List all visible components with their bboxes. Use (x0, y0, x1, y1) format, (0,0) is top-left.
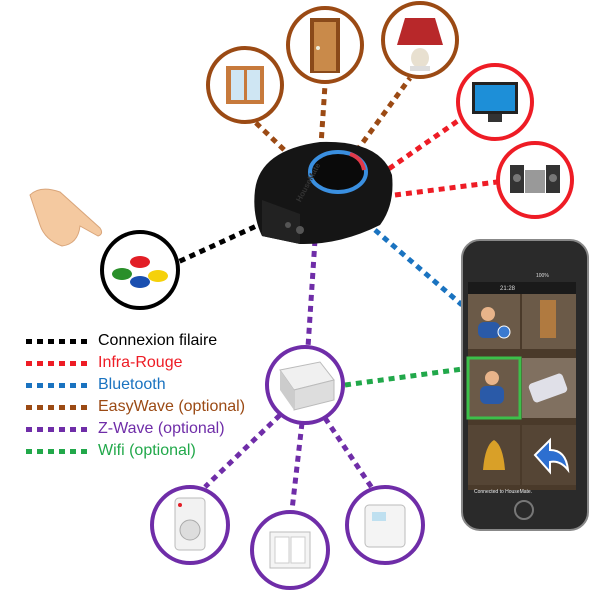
phone-battery: 100% (536, 273, 549, 279)
lamp-icon (397, 18, 443, 71)
link-zwave-thermostat (322, 416, 375, 490)
button-device (100, 230, 180, 310)
legend-item: EasyWave (optional) (26, 396, 245, 418)
zwave-controller-icon (279, 361, 335, 411)
hand-icon (29, 188, 103, 247)
legend-swatch (26, 404, 88, 410)
legend-swatch (26, 448, 88, 454)
legend-item: Bluetooth (26, 374, 245, 396)
legend-label: Infra-Rouge (98, 354, 183, 371)
thermostat-icon (364, 504, 406, 548)
smartphone (461, 239, 589, 531)
lamp-device (381, 1, 459, 79)
legend-item: Connexion filaire (26, 330, 245, 352)
link-wifi-phone (344, 365, 471, 388)
legend-swatch (26, 360, 88, 366)
door-icon (310, 18, 340, 73)
legend-item: Z-Wave (optional) (26, 418, 245, 440)
stereo-device (496, 141, 574, 219)
link-ir-tv (378, 115, 464, 178)
plug-device (150, 485, 230, 565)
home-button (514, 500, 534, 520)
bell-icon (483, 440, 505, 470)
door-tile-icon (540, 300, 556, 338)
legend-label: Connexion filaire (98, 332, 218, 349)
stereo-icon (510, 165, 560, 193)
hub-light-ring (308, 150, 368, 194)
plug-icon (174, 497, 206, 551)
link-ir-stereo (394, 179, 498, 198)
phone-status: Connected to HouseMate. (474, 489, 533, 495)
back-arrow-icon (533, 437, 570, 475)
light-switch-icon (269, 531, 311, 569)
door-device (286, 6, 364, 84)
zwave-controller-device (265, 345, 345, 425)
legend-item: Wifi (optional) (26, 440, 245, 462)
tv-icon (472, 82, 518, 122)
phone-time: 21:28 (500, 286, 516, 292)
legend-item: Infra-Rouge (26, 352, 245, 374)
legend-label: Bluetooth (98, 376, 166, 393)
users-lock-icon (480, 371, 504, 404)
legend-label: Wifi (optional) (98, 442, 196, 459)
legend-label: Z-Wave (optional) (98, 420, 225, 437)
legend-label: EasyWave (optional) (98, 398, 246, 415)
link-zwave-hub (305, 239, 318, 348)
users-help-icon (478, 307, 511, 339)
camera-icon (528, 373, 568, 403)
legend-swatch (26, 426, 88, 432)
link-bluetooth-phone (373, 228, 464, 307)
legend-swatch (26, 382, 88, 388)
tv-device (456, 63, 534, 141)
thermostat-device (345, 485, 425, 565)
colored-buttons-icon (112, 256, 168, 288)
link-wired-button (176, 219, 267, 265)
switch-device (250, 510, 330, 590)
legend-swatch (26, 338, 88, 344)
link-zwave-switch (289, 422, 305, 511)
housemate-hub (254, 141, 393, 245)
window-device (206, 46, 284, 124)
window-icon (226, 66, 264, 104)
